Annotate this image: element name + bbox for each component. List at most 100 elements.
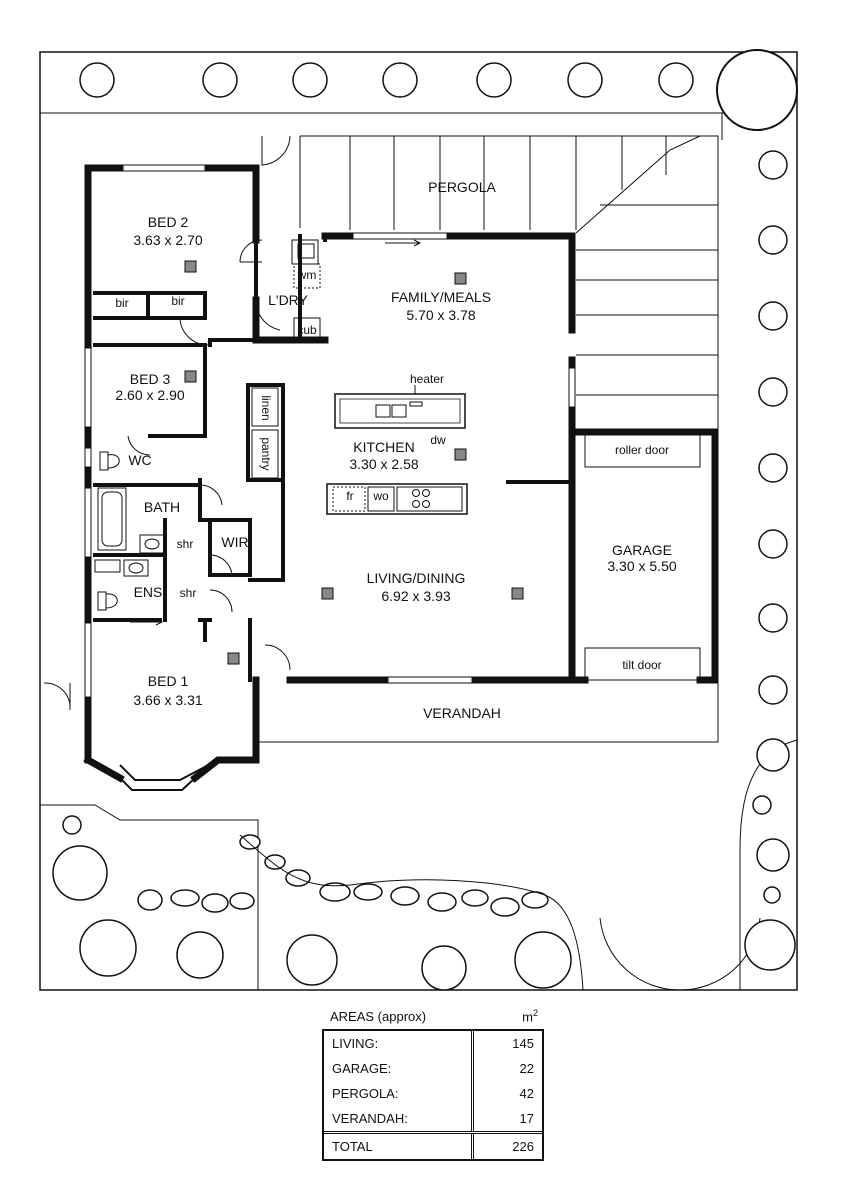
bathtub: [97, 487, 127, 551]
dims-garage: 3.30 x 5.50: [607, 558, 676, 574]
roller-door-box: [584, 431, 701, 468]
label-fr: fr: [346, 489, 353, 503]
area-label: GARAGE:: [324, 1056, 474, 1081]
label-bath: BATH: [144, 499, 180, 515]
area-label: PERGOLA:: [324, 1081, 474, 1106]
total-value: 226: [512, 1139, 534, 1154]
table-row: PERGOLA: 42: [324, 1081, 542, 1106]
tree-icon: [758, 675, 788, 705]
vents: [184, 260, 524, 665]
label-ens: ENS: [134, 584, 163, 600]
tree-icon: [286, 934, 338, 986]
tree-icon: [52, 845, 108, 901]
label-tilt-door: tilt door: [622, 658, 661, 672]
label-kitchen: KITCHEN: [353, 439, 414, 455]
pergola-structure: [299, 135, 719, 432]
dims-kitchen: 3.30 x 2.58: [349, 456, 418, 472]
areas-title: AREAS (approx): [330, 1008, 427, 1024]
tree-icon: [758, 150, 788, 180]
inner-boundary: [40, 112, 730, 140]
shrub-icon: [752, 795, 772, 815]
bay-window: [119, 759, 219, 791]
label-wc: WC: [128, 452, 151, 468]
cupboard: [293, 317, 321, 341]
label-shr1: shr: [177, 537, 194, 551]
tree-icon: [756, 838, 790, 872]
tree-icon: [176, 931, 224, 979]
site-boundary: [39, 51, 798, 991]
label-bed1: BED 1: [148, 673, 189, 689]
label-bir1: bir: [115, 296, 128, 310]
garden-bed-edge: [239, 834, 584, 991]
tree-icon: [476, 62, 512, 98]
table-row: LIVING: 145: [324, 1031, 542, 1056]
washing-machine: [293, 263, 321, 289]
vanity: [139, 534, 166, 554]
label-pantry: pantry: [259, 437, 273, 470]
label-garage: GARAGE: [612, 542, 672, 558]
tree-icon: [421, 945, 467, 991]
trough: [291, 239, 319, 265]
tree-icon: [292, 62, 328, 98]
label-bed2: BED 2: [148, 214, 189, 230]
label-bir2: bir: [171, 294, 184, 308]
area-value: 17: [519, 1111, 534, 1126]
areas-header: AREAS (approx) m2: [322, 1003, 544, 1029]
tree-icon: [744, 919, 796, 971]
label-linen: linen: [259, 395, 273, 420]
label-verandah: VERANDAH: [423, 705, 501, 721]
total-row: TOTAL 226: [324, 1131, 542, 1159]
areas-table: AREAS (approx) m2 LIVING: 145 GARAGE: 22…: [322, 1003, 544, 1161]
area-label: VERANDAH:: [324, 1106, 474, 1131]
total-label: TOTAL: [324, 1134, 474, 1159]
dims-bed3: 2.60 x 2.90: [115, 387, 184, 403]
tree-icon: [567, 62, 603, 98]
landscaping: [52, 49, 798, 991]
dims-bed2: 3.63 x 2.70: [133, 232, 202, 248]
tree-icon: [514, 931, 572, 989]
label-dw: dw: [430, 433, 446, 447]
area-value: 145: [512, 1036, 534, 1051]
kitchen-island: [334, 393, 466, 429]
wc-toilet: [99, 451, 120, 471]
floor-plan: PERGOLA BED 2 3.63 x 2.70 bir bir wm L'D…: [39, 49, 798, 991]
label-cub: cub: [297, 323, 317, 337]
tree-icon: [758, 453, 788, 483]
garden-rocks: [137, 834, 549, 917]
ens-toilet: [97, 591, 118, 611]
tree-icon: [756, 738, 790, 772]
label-roller-door: roller door: [615, 443, 669, 457]
label-wm: wm: [297, 268, 317, 282]
tree-icon: [382, 62, 418, 98]
label-wir: WIR: [221, 534, 248, 550]
areas-body: LIVING: 145 GARAGE: 22 PERGOLA: 42 VERAN…: [322, 1029, 544, 1161]
label-laundry: L'DRY: [268, 292, 308, 308]
tree-icon: [716, 49, 798, 131]
tree-icon: [202, 62, 238, 98]
internal-walls: [93, 234, 574, 682]
tree-icon: [758, 377, 788, 407]
ens-vanity: [123, 559, 149, 577]
tree-icon: [79, 62, 115, 98]
dims-bed1: 3.66 x 3.31: [133, 692, 202, 708]
driveway-line: [40, 804, 259, 990]
windows: [84, 164, 576, 700]
tree-icon: [758, 225, 788, 255]
kitchen-bench: [326, 483, 468, 515]
table-row: GARAGE: 22: [324, 1056, 542, 1081]
label-bed3: BED 3: [130, 371, 171, 387]
dims-family: 5.70 x 3.78: [406, 307, 475, 323]
tilt-door-box: [584, 647, 701, 681]
tree-icon: [758, 603, 788, 633]
shrub-icon: [763, 886, 781, 904]
tree-icon: [758, 301, 788, 331]
table-row: VERANDAH: 17: [324, 1106, 542, 1131]
label-wo: wo: [372, 489, 389, 503]
areas-unit: m2: [522, 1007, 538, 1025]
tree-icon: [658, 62, 694, 98]
label-pergola: PERGOLA: [428, 179, 496, 195]
tree-icon: [758, 529, 788, 559]
dims-living: 6.92 x 3.93: [381, 588, 450, 604]
area-value: 22: [519, 1061, 534, 1076]
label-family: FAMILY/MEALS: [391, 289, 491, 305]
